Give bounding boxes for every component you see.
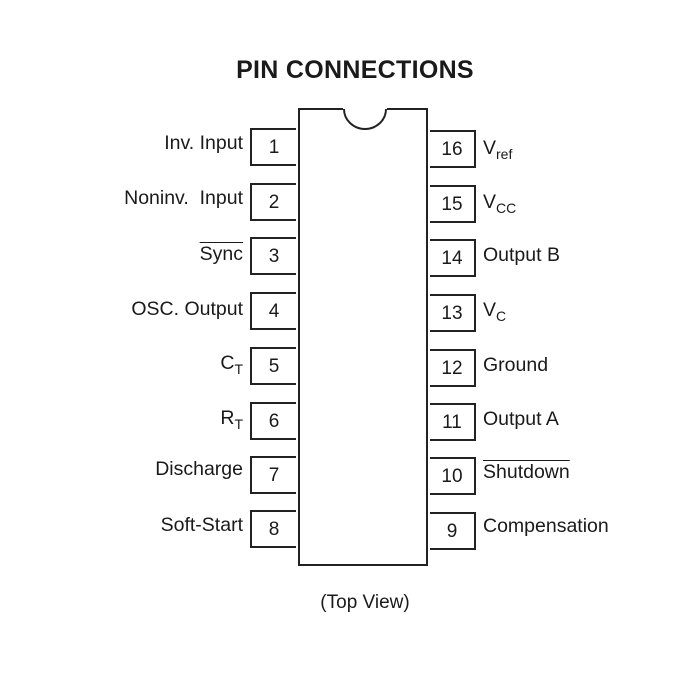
pin-label-14: Output B (483, 243, 560, 267)
pin-label-5: CT (220, 351, 243, 377)
pin-box-3: 3 (250, 237, 296, 275)
pin-box-8: 8 (250, 510, 296, 548)
pin-box-13: 13 (430, 294, 476, 332)
pin-label-11-text: Output A (483, 408, 559, 430)
diagram-title: PIN CONNECTIONS (236, 56, 474, 84)
pin-label-4-text: OSC. Output (131, 298, 243, 320)
pin-label-7-text: Discharge (155, 458, 243, 480)
pin-label-5-text: C (220, 352, 235, 374)
pin-label-8: Soft-Start (161, 513, 243, 537)
pin-box-2: 2 (250, 183, 296, 221)
pin-label-4: OSC. Output (131, 297, 243, 321)
pin-label-8-text: Soft-Start (160, 514, 243, 536)
pin-label-13-text: V (483, 299, 497, 321)
top-view-caption: (Top View) (320, 592, 410, 613)
pin-label-2: Noninv. Input (124, 186, 243, 210)
pin-box-1: 1 (250, 128, 296, 166)
pin-label-9: Compensation (483, 514, 609, 538)
pin-label-16-text: V (483, 137, 497, 159)
pin-label-7: Discharge (155, 457, 243, 481)
pin-label-3-text: Sync (199, 243, 243, 265)
ic-package-body (298, 108, 428, 566)
pin-box-10: 10 (430, 457, 476, 495)
pin-label-12-text: Ground (483, 354, 549, 376)
pin-box-14: 14 (430, 239, 476, 277)
pin-box-9: 9 (430, 512, 476, 550)
pin-label-15-text: V (483, 191, 497, 213)
pin-label-5-sub: T (234, 361, 243, 377)
pin-box-7: 7 (250, 456, 296, 494)
pin-label-13-sub: C (496, 308, 507, 324)
pin-box-16: 16 (430, 130, 476, 168)
pin-label-3: Sync (200, 242, 243, 266)
pin-label-16-sub: ref (496, 146, 513, 162)
pin-label-11: Output A (483, 407, 559, 431)
pin-label-10-text: Shutdown (483, 461, 570, 483)
pin-box-12: 12 (430, 349, 476, 387)
pin-box-4: 4 (250, 292, 296, 330)
pin-label-2-text: Noninv. Input (124, 187, 243, 209)
pin-label-15-sub: CC (496, 200, 517, 216)
pin-label-15: VCC (483, 190, 517, 216)
pin-label-9-text: Compensation (483, 515, 609, 537)
pin1-notch-icon (343, 108, 387, 130)
pin-box-11: 11 (430, 403, 476, 441)
pin-label-6: RT (220, 406, 243, 432)
pin-label-6-sub: T (234, 416, 243, 432)
pin-label-1: Inv. Input (164, 131, 243, 155)
pin-box-15: 15 (430, 185, 476, 223)
pin-label-14-text: Output B (483, 244, 560, 266)
pin-label-16: Vref (483, 136, 513, 162)
pin-box-6: 6 (250, 402, 296, 440)
pin-box-5: 5 (250, 347, 296, 385)
pin-label-1-text: Inv. Input (164, 132, 243, 154)
pin-label-12: Ground (483, 353, 548, 377)
pin-label-6-text: R (220, 407, 235, 429)
pin-label-13: VC (483, 298, 507, 324)
pin-label-10: Shutdown (483, 460, 570, 484)
